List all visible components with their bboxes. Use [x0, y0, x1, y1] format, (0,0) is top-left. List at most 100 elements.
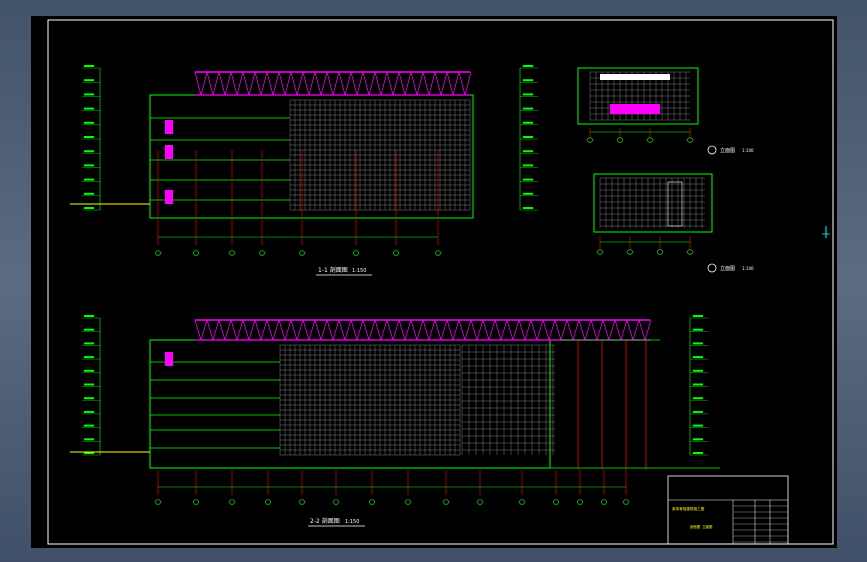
level-label-mark [523, 121, 533, 124]
truss-web [578, 319, 586, 341]
elevation-b-marker [707, 263, 717, 273]
axis-bubble [597, 249, 603, 255]
stair-core [165, 352, 173, 366]
truss-web [242, 319, 250, 341]
truss-web [512, 319, 520, 341]
truss-web [416, 319, 424, 341]
door-frame [667, 181, 683, 227]
truss-web [404, 71, 412, 96]
section-1-scale: 1:150 [352, 268, 366, 274]
section-2-scale: 1:150 [345, 519, 359, 525]
elevation-b-detail [597, 177, 705, 255]
truss-web [626, 319, 634, 341]
level-label-mark [693, 383, 703, 386]
elevation-a-detail [587, 71, 693, 143]
truss-web [212, 71, 220, 96]
level-label-mark [84, 356, 94, 359]
sheet-frame [47, 19, 834, 545]
level-label-mark [693, 424, 703, 427]
truss-web [356, 319, 364, 341]
truss-web [596, 319, 604, 341]
level-label-mark [84, 397, 94, 400]
truss-web [524, 319, 532, 341]
level-label-mark [693, 452, 703, 454]
section-2-floors [70, 352, 280, 453]
axis-bubble [657, 249, 663, 255]
axis-bubble [647, 137, 653, 143]
elevation-a-title: 立面图 [720, 147, 735, 154]
level-label-mark [84, 328, 94, 331]
truss-web [428, 319, 436, 341]
section-2-columns [550, 339, 720, 470]
truss-web [302, 71, 310, 96]
truss-web [206, 71, 214, 96]
truss-web [476, 319, 484, 341]
truss-web [464, 319, 472, 341]
truss-web [296, 319, 304, 341]
truss-web [446, 71, 454, 96]
truss-web [362, 319, 370, 341]
stair-core [165, 145, 173, 159]
truss-web [224, 319, 232, 341]
elevation-a-outline [577, 67, 699, 125]
section-2-right-level-markers [689, 315, 708, 456]
section-2-roof-truss [194, 319, 652, 341]
truss-web [614, 319, 622, 341]
truss-web [284, 319, 292, 341]
truss-web [434, 71, 442, 96]
section-1-title: 1-1 剖面图 [318, 266, 348, 274]
section-1-left-level-markers [82, 65, 101, 211]
truss-web [458, 319, 466, 341]
truss-web [254, 71, 262, 96]
truss-web [608, 319, 616, 341]
truss-web [404, 319, 412, 341]
section-1-right-level-markers [519, 65, 538, 211]
truss-web [218, 319, 226, 341]
section-2-2-drawing: 2-2 剖面图 1:150 [70, 315, 720, 527]
truss-web [290, 319, 298, 341]
truss-web [356, 71, 364, 96]
level-label-mark [693, 315, 703, 317]
truss-web [320, 71, 328, 96]
truss-web [500, 319, 508, 341]
truss-web [194, 71, 202, 96]
truss-web [494, 319, 502, 341]
truss-web [326, 71, 334, 96]
section-1-1-drawing: 1-1 剖面图 1:150 [70, 65, 538, 276]
axis-bubble [259, 250, 265, 256]
truss-web [350, 71, 358, 96]
truss-web [638, 319, 646, 341]
truss-web [560, 319, 568, 341]
level-label-mark [693, 342, 703, 345]
truss-web [386, 319, 394, 341]
level-label-mark [84, 410, 94, 413]
truss-web [590, 319, 598, 341]
level-label-mark [84, 164, 94, 167]
truss-web [236, 319, 244, 341]
truss-web [410, 319, 418, 341]
title-block: 某体育馆建筑施工图 剖面图 立面图 [667, 475, 789, 545]
axis-bubble [601, 499, 607, 505]
truss-web [416, 71, 424, 96]
truss-web [392, 319, 400, 341]
truss-web [314, 319, 322, 341]
axis-bubble [435, 250, 441, 256]
axis-bubble [229, 499, 235, 505]
axis-bubble [333, 499, 339, 505]
truss-web [230, 319, 238, 341]
level-label-mark [84, 315, 94, 317]
truss-web [464, 71, 472, 96]
truss-web [260, 319, 268, 341]
truss-web [284, 71, 292, 96]
axis-bubble [299, 499, 305, 505]
level-label-mark [84, 107, 94, 110]
axis-bubble [627, 249, 633, 255]
truss-web [230, 71, 238, 96]
truss-web [602, 319, 610, 341]
level-label-mark [693, 356, 703, 359]
truss-web [548, 319, 556, 341]
level-label-mark [693, 369, 703, 372]
truss-web [326, 319, 334, 341]
